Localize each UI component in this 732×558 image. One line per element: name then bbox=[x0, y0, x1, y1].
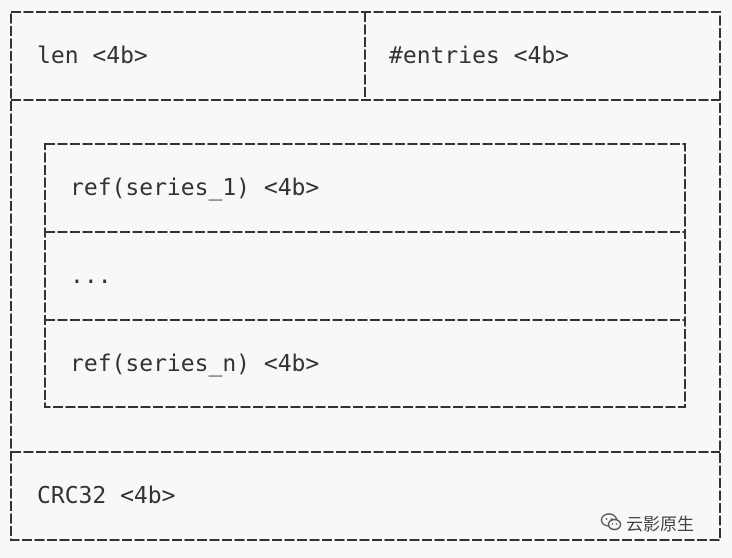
series-ref-last: ref(series_n) <4b> bbox=[70, 351, 320, 377]
series-ref-first: ref(series_1) <4b> bbox=[70, 175, 320, 201]
crc32-field-label: CRC32 <4b> bbox=[37, 483, 176, 509]
watermark-brand: 云影原生 bbox=[626, 514, 694, 535]
wechat-icon bbox=[600, 513, 622, 531]
len-field-label: len <4b> bbox=[37, 43, 148, 69]
watermark: 云影原生 bbox=[600, 509, 694, 535]
series-ref-ellipsis: ... bbox=[70, 263, 112, 289]
entries-field-label: #entries <4b> bbox=[389, 43, 570, 69]
inner-box bbox=[44, 143, 686, 408]
